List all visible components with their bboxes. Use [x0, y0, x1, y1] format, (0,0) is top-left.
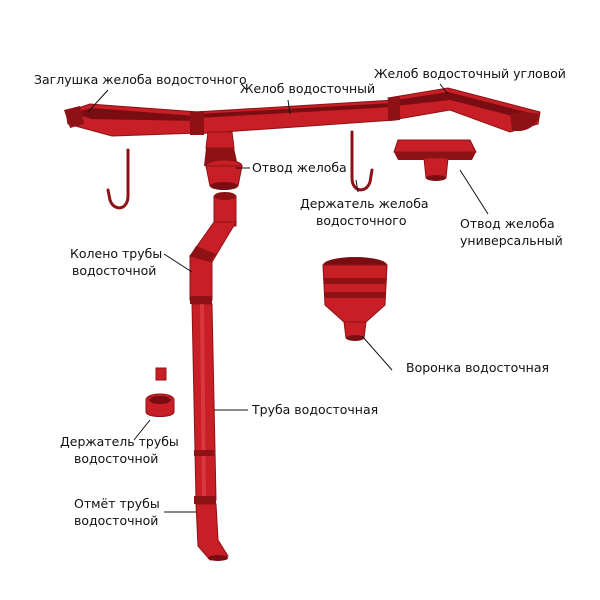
gutter-bracket-hook-right: [350, 130, 374, 192]
label-pipe-outlet-line2: водосточной: [74, 513, 158, 528]
gutter-corner-inner: [396, 92, 530, 118]
labels: Заглушка желоба водосточного Желоб водос…: [34, 66, 566, 528]
label-gutter-bracket-line1: Держатель желоба: [300, 196, 429, 211]
gutter-corner-end: [510, 112, 540, 132]
label-universal-outlet-line1: Отвод желоба: [460, 216, 555, 231]
gutter-outlet: [204, 131, 243, 190]
gutter-assembly: [64, 87, 541, 137]
label-funnel: Воронка водосточная: [406, 360, 549, 375]
gutter-bracket-hook-left: [106, 148, 130, 210]
label-pipe: Труба водосточная: [251, 402, 378, 417]
label-pipe-bracket-line1: Держатель трубы: [60, 434, 179, 449]
pipe-bracket: [145, 367, 175, 417]
gutter-left-inner: [72, 108, 196, 121]
universal-outlet: [393, 139, 477, 181]
gutter-center-inner: [198, 103, 392, 118]
leader-lines: [87, 83, 489, 513]
funnel: [322, 257, 388, 341]
downpipe-assembly: [189, 192, 237, 561]
label-elbow-line2: водосточной: [72, 263, 156, 278]
label-pipe-bracket-line2: водосточной: [74, 451, 158, 466]
label-outlet: Отвод желоба: [252, 160, 347, 175]
label-gutter-corner: Желоб водосточный угловой: [374, 66, 566, 81]
label-gutter: Желоб водосточный: [240, 81, 375, 96]
label-gutter-bracket-line2: водосточного: [316, 213, 407, 228]
gutter-joint: [190, 111, 204, 135]
label-pipe-outlet-line1: Отмёт трубы: [74, 496, 160, 511]
label-elbow-line1: Колено трубы: [70, 246, 162, 261]
gutter-joint-right: [388, 96, 400, 121]
label-universal-outlet-line2: универсальный: [460, 233, 563, 248]
label-end-cap: Заглушка желоба водосточного: [34, 72, 247, 87]
end-cap: [64, 106, 84, 128]
